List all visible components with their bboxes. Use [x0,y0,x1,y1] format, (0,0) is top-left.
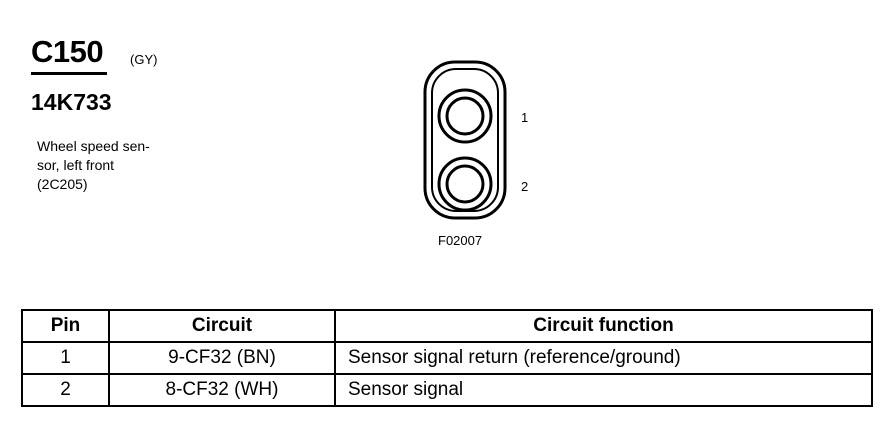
header-circuit: Circuit [108,309,336,343]
part-number: 14K733 [31,89,112,115]
pin-cavity-1-inner [445,96,485,136]
description-line: (2C205) [37,176,88,192]
header-circuit-function: Circuit function [334,309,873,343]
cell-circuit: 9-CF32 (BN) [108,341,336,375]
cell-circuit: 8-CF32 (WH) [108,373,336,407]
table-header-row: Pin Circuit Circuit function [21,309,873,343]
pin-label-2: 2 [521,179,529,194]
pin-table: Pin Circuit Circuit function 1 9-CF32 (B… [21,309,873,407]
connector-outer-shell [423,60,507,220]
cell-pin: 1 [21,341,110,375]
connector-description: Wheel speed sen- sor, left front (2C205) [37,137,187,194]
pin-label-1: 1 [521,110,529,125]
cell-circuit-function: Sensor signal return (reference/ground) [334,341,873,375]
connector-id-underline [31,72,107,75]
table-row: 2 8-CF32 (WH) Sensor signal [21,373,873,407]
connector-color: (GY) [130,52,158,67]
cell-circuit-function: Sensor signal [334,373,873,407]
cell-pin: 2 [21,373,110,407]
pin-cavity-1 [437,88,493,144]
figure-code: F02007 [438,233,483,248]
description-line: sor, left front [37,157,115,173]
description-line: Wheel speed sen- [37,138,150,154]
table-row: 1 9-CF32 (BN) Sensor signal return (refe… [21,341,873,375]
connector-id: C150 [31,34,104,69]
connector-face-diagram [423,60,507,220]
header-pin: Pin [21,309,110,343]
pin-cavity-2-inner [445,164,485,204]
pin-cavity-2 [437,156,493,212]
